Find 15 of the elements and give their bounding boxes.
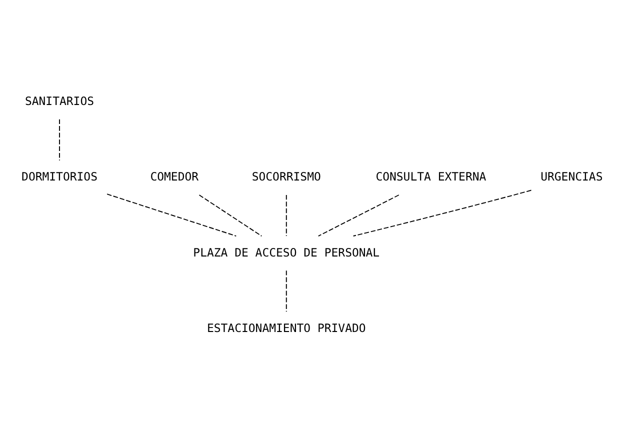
connector — [59, 118, 60, 160]
connector — [106, 193, 237, 236]
node-text: URGENCIAS — [540, 169, 603, 184]
node-text: SOCORRISMO — [252, 169, 321, 184]
connector — [286, 270, 287, 312]
connector — [352, 189, 532, 236]
connector — [286, 194, 287, 236]
connector — [318, 194, 400, 236]
node-text: PLAZA DE ACCESO DE PERSONAL — [193, 244, 380, 259]
node-text: ESTACIONAMIENTO PRIVADO — [206, 320, 366, 334]
connector — [198, 194, 262, 236]
node-text: CONSULTA EXTERNA — [376, 169, 486, 184]
node-text: DORMITORIOS — [22, 169, 98, 184]
node-text: SANITARIOS — [24, 94, 94, 108]
node-text: COMEDOR — [150, 169, 199, 184]
